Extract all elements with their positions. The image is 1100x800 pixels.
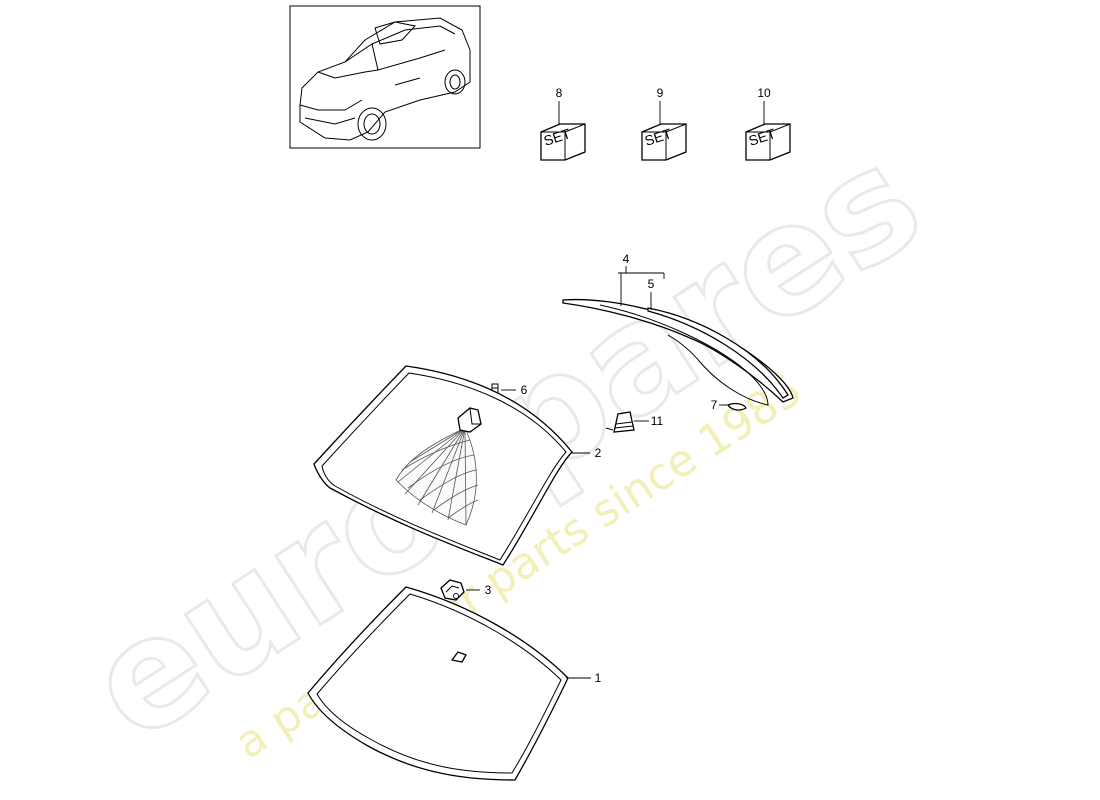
callout-number: 5: [648, 277, 655, 291]
callout-1: 1: [566, 671, 602, 685]
trim-strip-part-5[interactable]: [647, 307, 789, 399]
callout-number: 3: [485, 583, 492, 597]
callout-number: 4: [623, 252, 630, 266]
vehicle-thumbnail: [289, 5, 481, 149]
mount-clip-part-3[interactable]: 3: [440, 579, 492, 601]
callout-number: 1: [595, 671, 602, 685]
set-number: 10: [757, 86, 771, 100]
callout-4-5: 4 5: [618, 252, 665, 310]
wiper-sweep-icon: [395, 427, 479, 526]
windscreen-part-2[interactable]: [313, 365, 573, 566]
set-box-10[interactable]: 10 SET: [745, 86, 791, 161]
car-icon: [299, 17, 471, 141]
callout-number: 6: [521, 383, 528, 397]
set-box-9[interactable]: 9 SET: [641, 86, 687, 161]
set-number: 9: [657, 86, 664, 100]
glass-part-1[interactable]: [307, 586, 569, 781]
callout-number: 7: [711, 398, 718, 412]
callout-2: 2: [572, 446, 602, 460]
set-number: 8: [556, 86, 563, 100]
set-box-8[interactable]: 8 SET: [540, 86, 586, 161]
callout-number: 2: [595, 446, 602, 460]
callout-number: 11: [651, 414, 664, 428]
mirror-base-icon: [457, 407, 482, 433]
clip-part-7[interactable]: 7: [711, 398, 747, 412]
sensor-part-11[interactable]: 11: [605, 411, 664, 433]
